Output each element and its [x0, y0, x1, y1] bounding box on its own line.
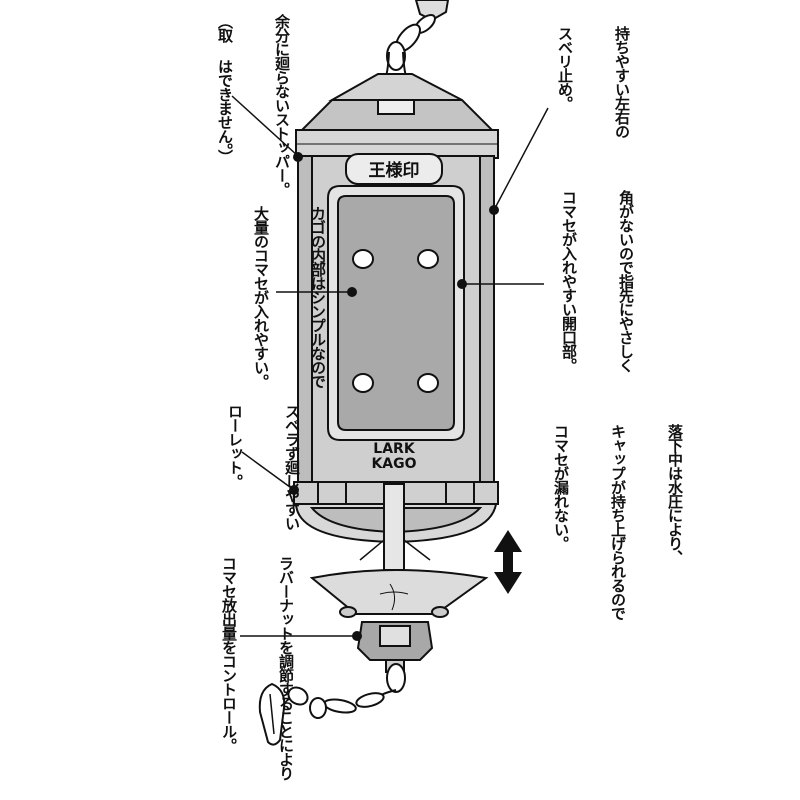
annotation-interior-line1: カゴの内部はシンプルなので — [309, 206, 327, 388]
knurled-ring — [293, 481, 499, 544]
annotation-interior: カゴの内部はシンプルなので 大量のコマセが入れやすい。 — [232, 206, 365, 388]
snap-swivel-chain — [258, 682, 397, 746]
rubber-nut — [356, 621, 434, 693]
annotation-nut-line1: ラバーナットを調節することにより — [277, 556, 295, 780]
bottom-cap — [309, 569, 489, 618]
annotation-knurl-line1: スベラず廻しやすい — [283, 404, 301, 530]
annotation-stopper-line2: （取 はできません。） — [216, 14, 234, 164]
up-down-arrow-icon — [494, 530, 522, 594]
leader-dots — [289, 152, 499, 641]
annotation-nut: ラバーナットを調節することにより コマセ放出量をコントロール。 — [200, 556, 333, 780]
logo-lark: LARK — [373, 441, 416, 457]
annotation-cap-line3: コマセが漏れない。 — [552, 424, 570, 550]
brand-plate — [345, 153, 443, 185]
top-swivel — [383, 0, 450, 83]
annotation-cap-line1: 落下中は水圧により、 — [666, 424, 684, 564]
interior-holes — [352, 249, 439, 393]
annotation-opening-line1: 角がないので指先にやさしく — [617, 190, 635, 372]
annotation-knurl-line2: ローレット。 — [226, 404, 244, 488]
annotation-cap: 落下中は水圧により、 キャップが持ち上げられるので コマセが漏れない。 — [532, 424, 722, 620]
annotation-grip-line1: 持ちやすい左右の — [613, 26, 631, 138]
canister-lid — [295, 73, 499, 159]
annotation-grip: 持ちやすい左右の スベリ止め。 — [536, 26, 669, 138]
annotation-interior-line2: 大量のコマセが入れやすい。 — [252, 206, 270, 388]
brand-plate-text: 王様印 — [369, 160, 420, 181]
annotation-nut-line2: コマセ放出量をコントロール。 — [220, 556, 238, 752]
annotation-stopper-line1: 余分に廻らないストッパー。 — [273, 14, 291, 196]
annotation-grip-line2: スベリ止め。 — [556, 26, 574, 110]
annotation-cap-line2: キャップが持ち上げられるので — [609, 424, 627, 620]
annotation-opening-line2: コマセが入れやすい開口部。 — [560, 190, 578, 372]
leader-lines — [231, 95, 549, 637]
annotation-opening: 角がないので指先にやさしく コマセが入れやすい開口部。 — [540, 190, 673, 372]
annotation-knurl: スベラず廻しやすい ローレット。 — [206, 404, 339, 530]
annotation-stopper: 余分に廻らないストッパー。 （取 はできません。） — [196, 14, 329, 196]
logo-kago: KAGO — [371, 456, 416, 472]
